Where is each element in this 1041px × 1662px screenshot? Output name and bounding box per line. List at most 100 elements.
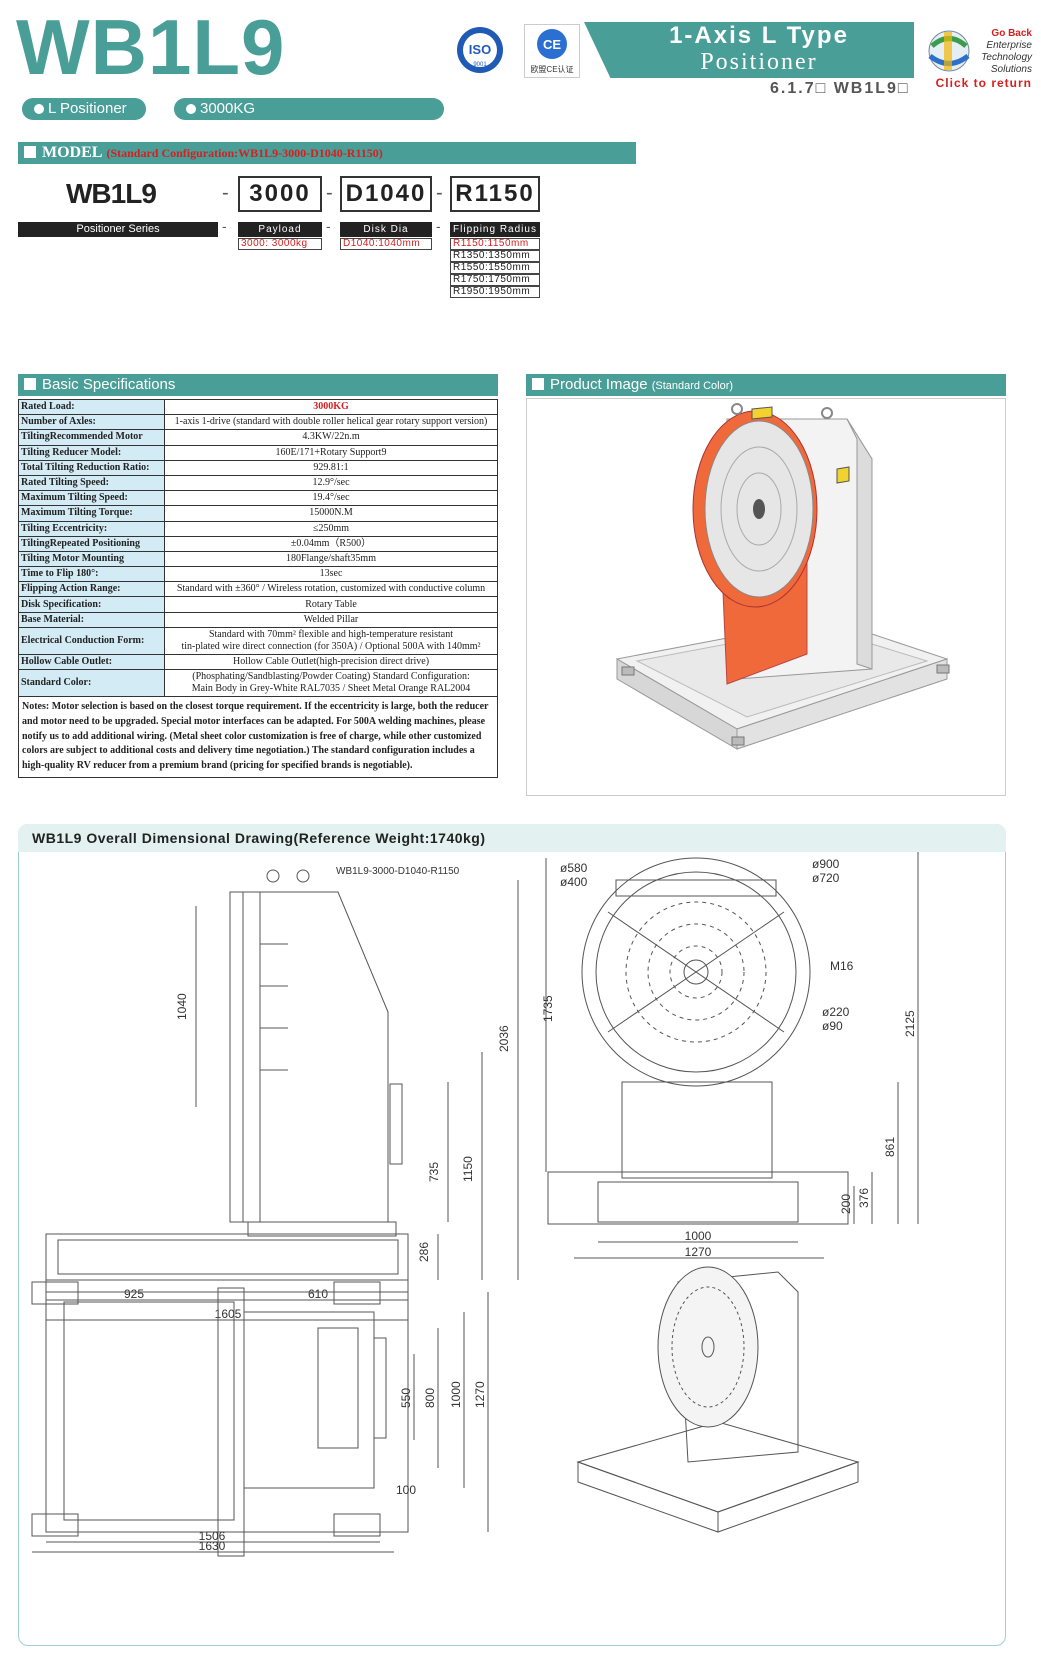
svg-text:ø900: ø900 — [812, 857, 840, 871]
series-code: WB1L9 — [66, 178, 157, 209]
spec-key: Rated Load: — [18, 398, 165, 416]
spec-row: Electrical Conduction Form:Standard with… — [18, 626, 498, 655]
svg-text:376: 376 — [857, 1188, 871, 1208]
spec-key: TiltingRepeated Positioning — [18, 535, 165, 552]
svg-text:ø400: ø400 — [560, 875, 588, 889]
spec-value: 160E/171+Rotary Support9 — [164, 444, 498, 461]
spec-key: Flipping Action Range: — [18, 581, 165, 598]
spec-key: Base Material: — [18, 611, 165, 628]
product-image — [526, 398, 1006, 796]
spec-value: Hollow Cable Outlet(high-precision direc… — [164, 653, 498, 671]
svg-text:ø90: ø90 — [822, 1019, 843, 1033]
svg-text:WB1L9-3000-D1040-R1150: WB1L9-3000-D1040-R1150 — [336, 866, 460, 877]
svg-text:200: 200 — [839, 1194, 853, 1214]
section-code: 6.1.7□ WB1L9□ — [770, 80, 910, 97]
dimensional-drawing: WB1L9-3000-D1040-R1150 1040 2036 1150 73… — [31, 852, 919, 1557]
spec-key: Disk Specification: — [18, 596, 165, 613]
spec-row: Base Material:Welded Pillar — [18, 611, 498, 628]
svg-text:286: 286 — [417, 1242, 431, 1262]
disk-option: D1040:1040mm — [340, 238, 432, 250]
radius-option: R1950:1950mm — [450, 286, 540, 298]
svg-text:550: 550 — [399, 1388, 413, 1408]
svg-text:2036: 2036 — [497, 1025, 511, 1052]
tag-l-positioner: L Positioner — [22, 98, 146, 120]
spec-key: Maximum Tilting Torque: — [18, 505, 165, 522]
bullet-icon — [34, 104, 44, 114]
spec-key: Total Tilting Reduction Ratio: — [18, 459, 165, 476]
spec-row: Time to Flip 180°:13sec — [18, 566, 498, 583]
svg-text:CE: CE — [543, 37, 561, 52]
svg-text:1150: 1150 — [461, 1156, 475, 1182]
spec-row: Rated Tilting Speed:12.9°/sec — [18, 474, 498, 492]
square-icon — [24, 378, 36, 390]
svg-text:1040: 1040 — [175, 993, 189, 1020]
radius-option: R1750:1750mm — [450, 274, 540, 286]
spec-row: Tilting Eccentricity:≤250mm — [18, 520, 498, 537]
spec-value: 929.81:1 — [164, 459, 498, 476]
bullet-icon — [186, 104, 196, 114]
svg-text:735: 735 — [427, 1162, 441, 1182]
spec-value: 12.9°/sec — [164, 474, 498, 492]
svg-text:1270: 1270 — [473, 1381, 487, 1408]
square-icon — [532, 378, 544, 390]
svg-text:2125: 2125 — [903, 1010, 917, 1037]
page-title: WB1L9 — [16, 3, 286, 91]
svg-text:925: 925 — [124, 1287, 144, 1301]
spec-value: 13sec — [164, 566, 498, 583]
spec-value: 19.4°/sec — [164, 490, 498, 507]
spec-key: Time to Flip 180°: — [18, 566, 165, 583]
spec-key: Number of Axles: — [18, 414, 165, 431]
svg-text:ISO: ISO — [469, 42, 491, 57]
spec-row: Hollow Cable Outlet:Hollow Cable Outlet(… — [18, 653, 498, 671]
svg-text:610: 610 — [308, 1287, 328, 1301]
disk-label: Disk Dia — [340, 222, 432, 237]
spec-value: Rotary Table — [164, 596, 498, 613]
spec-value: ±0.04mm（R500） — [164, 535, 498, 552]
spec-row: Maximum Tilting Torque:15000N.M — [18, 505, 498, 522]
spec-row: Tilting Reducer Model:160E/171+Rotary Su… — [18, 444, 498, 461]
spec-row: Maximum Tilting Speed:19.4°/sec — [18, 490, 498, 507]
radius-label: Flipping Radius — [450, 222, 540, 237]
spec-value: 3000KG — [164, 398, 498, 416]
iso-logo-icon: ISO 9001 — [456, 26, 504, 74]
spec-key: Standard Color: — [18, 669, 165, 697]
spec-value: (Phosphating/Sandblasting/Powder Coating… — [164, 669, 498, 697]
payload-label: Payload — [238, 222, 322, 237]
svg-text:100: 100 — [396, 1483, 416, 1497]
radius-option: R1350:1350mm — [450, 250, 540, 262]
svg-text:1605: 1605 — [215, 1307, 242, 1321]
spec-key: Tilting Eccentricity: — [18, 520, 165, 537]
svg-text:1506: 1506 — [199, 1529, 226, 1543]
spec-value: Standard with 70mm² flexible and high-te… — [164, 626, 498, 655]
svg-text:861: 861 — [883, 1137, 897, 1157]
radius-option: R1550:1550mm — [450, 262, 540, 274]
spec-value: Welded Pillar — [164, 611, 498, 628]
disk-code: D1040 — [340, 176, 432, 212]
spec-row: Number of Axles:1-axis 1-drive (standard… — [18, 414, 498, 431]
spec-row: Flipping Action Range:Standard with ±360… — [18, 581, 498, 598]
spec-key: Tilting Motor Mounting — [18, 550, 165, 568]
spec-value: 15000N.M — [164, 505, 498, 522]
spec-notes-row: Notes: Motor selection is based on the c… — [18, 696, 498, 778]
product-type-banner: 1-Axis L Type Positioner — [584, 22, 914, 78]
spec-key: TiltingRecommended Motor — [18, 429, 165, 446]
svg-text:1270: 1270 — [685, 1245, 712, 1259]
svg-text:1630: 1630 — [199, 1539, 226, 1553]
series-label: Positioner Series — [18, 222, 218, 237]
spec-row: Standard Color:(Phosphating/Sandblasting… — [18, 669, 498, 697]
svg-text:1000: 1000 — [685, 1229, 712, 1243]
product-image-bar: Product Image (Standard Color) — [526, 374, 1006, 396]
svg-text:ø580: ø580 — [560, 861, 588, 875]
square-icon — [24, 146, 36, 158]
svg-text:M16: M16 — [830, 959, 854, 973]
svg-text:欧盟CE认证: 欧盟CE认证 — [530, 64, 573, 74]
spec-row: Rated Load:3000KG — [18, 398, 498, 416]
spec-key: Tilting Reducer Model: — [18, 444, 165, 461]
spec-row: Total Tilting Reduction Ratio:929.81:1 — [18, 459, 498, 476]
spec-notes: Notes: Motor selection is based on the c… — [18, 696, 498, 778]
radius-code: R1150 — [450, 176, 540, 212]
payload-option: 3000: 3000kg — [238, 238, 322, 250]
tag-payload: 3000KG — [174, 98, 444, 120]
go-back-link[interactable]: Go Back Enterprise Technology Solutions … — [928, 26, 1032, 96]
